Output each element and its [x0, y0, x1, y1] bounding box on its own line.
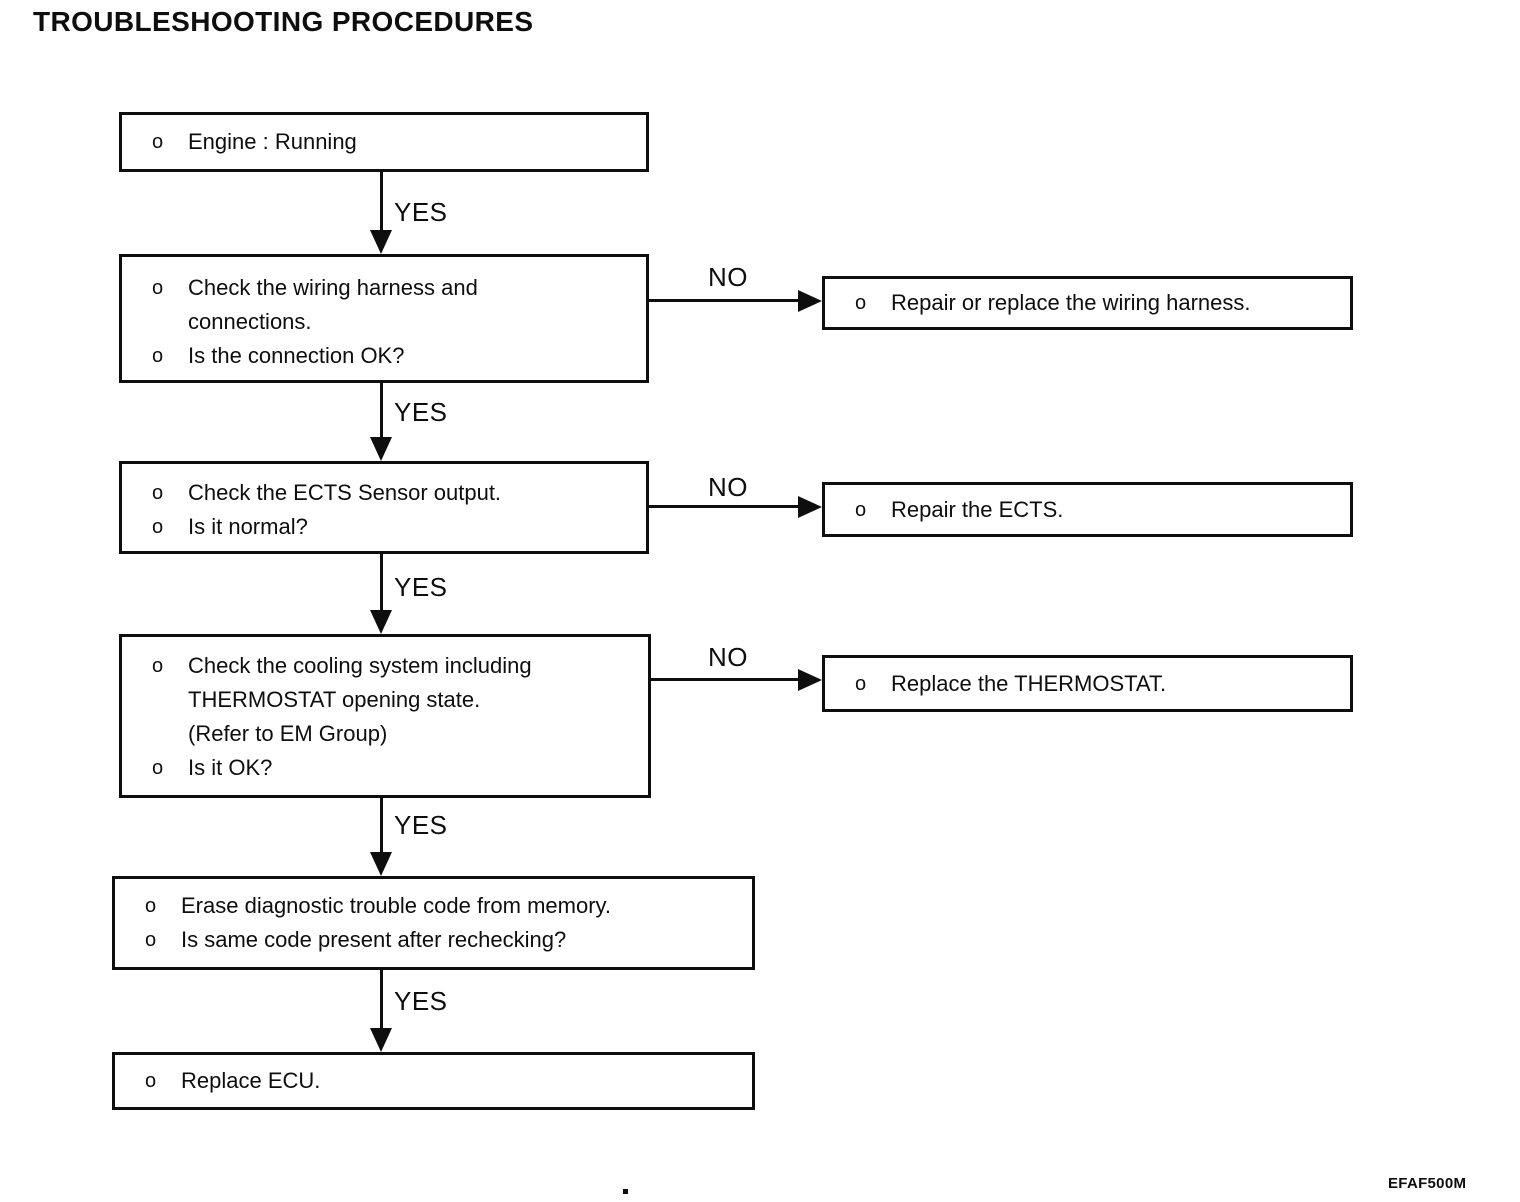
connector-line — [651, 678, 798, 681]
no-label: NO — [708, 262, 748, 292]
connector-line — [649, 299, 798, 302]
yes-label: YES — [394, 197, 448, 227]
flow-box-check-cooling: o Check the cooling system including THE… — [119, 634, 651, 798]
fix-box-repair-wiring: o Repair or replace the wiring harness. — [822, 276, 1353, 330]
bullet-marker: o — [152, 345, 164, 367]
flow-box-text: Engine : Running — [188, 129, 357, 154]
flow-box-text: connections. — [188, 309, 312, 334]
bullet-spacer — [152, 683, 188, 717]
bullet-marker: o — [145, 895, 157, 917]
arrow-down-icon — [370, 1028, 392, 1052]
page-title: TROUBLESHOOTING PROCEDURES — [33, 6, 534, 37]
bullet-marker: o — [152, 277, 164, 299]
bullet-marker: o — [855, 672, 867, 695]
flow-box-text: Check the cooling system including — [188, 653, 532, 678]
arrow-right-icon — [798, 496, 822, 518]
bullet-marker: o — [152, 516, 164, 538]
flow-box-text: THERMOSTAT opening state. — [188, 687, 481, 712]
yes-label: YES — [394, 986, 448, 1016]
bullet-marker: o — [855, 498, 867, 521]
flow-box-text: (Refer to EM Group) — [188, 721, 388, 746]
flow-box-text: Check the ECTS Sensor output. — [188, 480, 502, 505]
flow-box-text: Repair or replace the wiring harness. — [891, 290, 1251, 315]
fix-box-replace-thermostat: o Replace the THERMOSTAT. — [822, 655, 1353, 712]
connector-line — [380, 798, 383, 852]
fix-box-repair-ects: o Repair the ECTS. — [822, 482, 1353, 537]
flow-box-text: Replace the THERMOSTAT. — [891, 670, 1167, 696]
arrow-right-icon — [798, 290, 822, 312]
arrow-down-icon — [370, 437, 392, 461]
connector-line — [380, 383, 383, 437]
flow-box-text: Is it OK? — [188, 755, 273, 780]
connector-line — [380, 172, 383, 230]
arrow-down-icon — [370, 852, 392, 876]
flow-box-text: Repair the ECTS. — [891, 496, 1064, 522]
arrow-down-icon — [370, 230, 392, 254]
bullet-spacer — [152, 717, 188, 751]
bullet-marker: o — [152, 655, 164, 677]
stray-dot — [623, 1189, 628, 1194]
arrow-down-icon — [370, 610, 392, 634]
connector-line — [380, 554, 383, 610]
yes-label: YES — [394, 572, 448, 602]
flow-box-text: Is the connection OK? — [188, 343, 405, 368]
bullet-marker: o — [145, 1070, 157, 1092]
flow-box-engine-running: o Engine : Running — [119, 112, 649, 172]
no-label: NO — [708, 642, 748, 672]
flow-box-replace-ecu: o Replace ECU. — [112, 1052, 755, 1110]
yes-label: YES — [394, 397, 448, 427]
bullet-marker: o — [152, 482, 164, 504]
flow-box-text: Is it normal? — [188, 514, 308, 539]
bullet-spacer — [152, 305, 188, 339]
bullet-marker: o — [855, 292, 867, 314]
bullet-marker: o — [145, 929, 157, 951]
connector-line — [380, 970, 383, 1028]
footer-code: EFAF500M — [1388, 1175, 1467, 1192]
bullet-marker: o — [152, 757, 164, 779]
flow-box-text: Replace ECU. — [181, 1068, 321, 1093]
connector-line — [649, 505, 798, 508]
flow-box-check-ects: o Check the ECTS Sensor output. o Is it … — [119, 461, 649, 554]
flow-box-text: Erase diagnostic trouble code from memor… — [181, 893, 611, 918]
no-label: NO — [708, 472, 748, 502]
flow-box-text: Is same code present after rechecking? — [181, 927, 567, 952]
arrow-right-icon — [798, 669, 822, 691]
bullet-marker: o — [152, 131, 164, 153]
flow-box-text: Check the wiring harness and — [188, 275, 478, 300]
flow-box-check-wiring: o Check the wiring harness and connectio… — [119, 254, 649, 383]
flow-box-erase-code: o Erase diagnostic trouble code from mem… — [112, 876, 755, 970]
yes-label: YES — [394, 810, 448, 840]
